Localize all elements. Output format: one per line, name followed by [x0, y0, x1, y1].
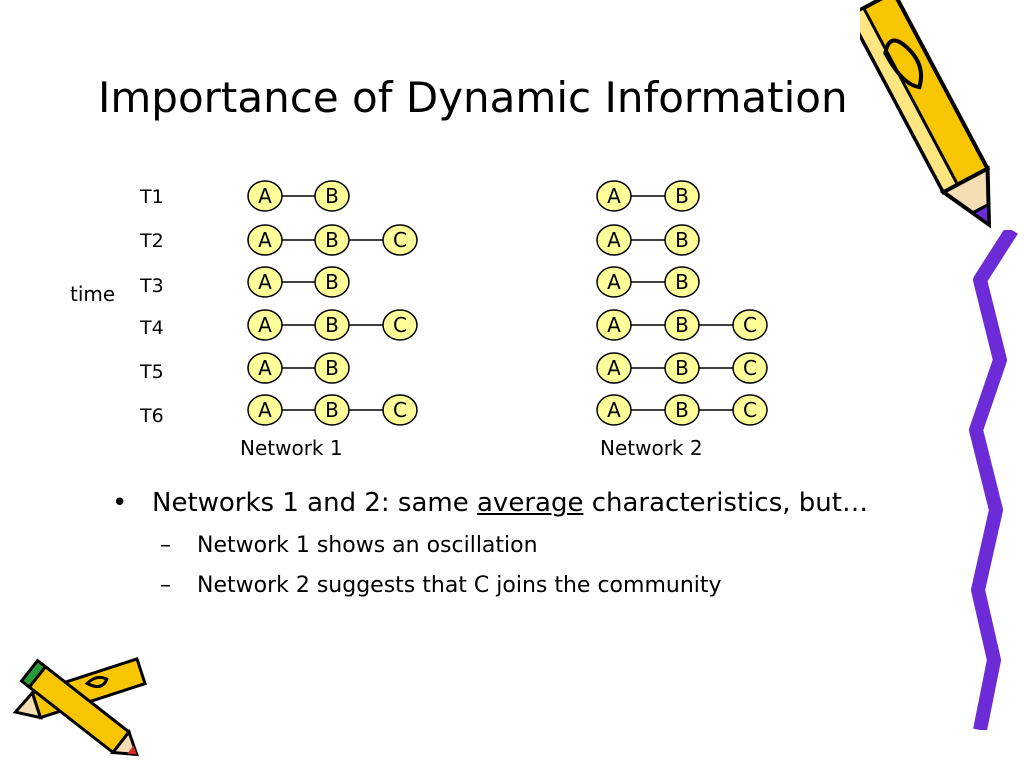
- node-label: B: [675, 313, 689, 337]
- node-b: [664, 309, 700, 341]
- node-a: [596, 309, 632, 341]
- sub-bullet-text: Network 1 shows an oscillation: [197, 533, 538, 558]
- node-b: [314, 394, 350, 426]
- network-1-label: Network 1: [240, 436, 343, 460]
- node-b: [664, 266, 700, 298]
- node-a: [596, 266, 632, 298]
- main-bullet-prefix: Networks 1 and 2: same: [152, 488, 477, 518]
- node-b: [314, 352, 350, 384]
- node-label: A: [607, 356, 621, 380]
- node-label: A: [258, 228, 272, 252]
- page-title: Importance of Dynamic Information: [98, 73, 848, 122]
- node-label: A: [607, 184, 621, 208]
- node-label: A: [607, 270, 621, 294]
- time-step-label: T3: [140, 275, 164, 297]
- sub-bullet: – Network 2 suggests that C joins the com…: [112, 571, 942, 601]
- node-c: [732, 352, 768, 384]
- node-label: B: [675, 356, 689, 380]
- node-label: A: [258, 184, 272, 208]
- sub-bullet-text: Network 2 suggests that C joins the comm…: [197, 573, 722, 598]
- network-2-label: Network 2: [600, 436, 703, 460]
- time-step-label: T5: [140, 361, 164, 383]
- node-c: [382, 394, 418, 426]
- node-label: B: [325, 184, 339, 208]
- node-a: [596, 352, 632, 384]
- node-label: A: [258, 398, 272, 422]
- node-b: [664, 224, 700, 256]
- bullet-dot: •: [112, 488, 128, 518]
- node-label: C: [743, 356, 757, 380]
- node-a: [596, 224, 632, 256]
- underlined-word: average: [477, 488, 584, 518]
- node-label: B: [675, 270, 689, 294]
- node-a: [247, 394, 283, 426]
- node-b: [314, 309, 350, 341]
- node-b: [664, 180, 700, 212]
- node-label: A: [607, 228, 621, 252]
- node-a: [596, 394, 632, 426]
- node-label: A: [258, 313, 272, 337]
- node-b: [314, 266, 350, 298]
- node-b: [314, 180, 350, 212]
- node-label: B: [325, 398, 339, 422]
- main-bullet-suffix: characteristics, but…: [583, 488, 868, 518]
- time-step-label: T6: [140, 405, 164, 427]
- bullet-dash: –: [160, 573, 171, 598]
- pencil-icon: [860, 0, 992, 229]
- node-label: C: [743, 313, 757, 337]
- node-a: [247, 180, 283, 212]
- node-label: A: [607, 398, 621, 422]
- crossed-pencils-icon: [12, 656, 147, 757]
- time-step-label: T2: [140, 230, 164, 252]
- node-label: C: [393, 398, 407, 422]
- node-label: C: [393, 228, 407, 252]
- node-b: [664, 352, 700, 384]
- node-label: B: [325, 228, 339, 252]
- node-label: B: [675, 228, 689, 252]
- node-c: [382, 309, 418, 341]
- node-a: [247, 309, 283, 341]
- node-label: C: [743, 398, 757, 422]
- node-c: [382, 224, 418, 256]
- node-b: [314, 224, 350, 256]
- node-label: C: [393, 313, 407, 337]
- sub-bullet: – Network 1 shows an oscillation: [112, 531, 942, 561]
- node-label: B: [325, 313, 339, 337]
- node-a: [247, 266, 283, 298]
- node-label: A: [258, 356, 272, 380]
- node-label: B: [675, 398, 689, 422]
- node-label: B: [325, 270, 339, 294]
- node-a: [596, 180, 632, 212]
- main-bullet: • Networks 1 and 2: same average characte…: [112, 485, 942, 521]
- time-axis-label: time: [70, 282, 116, 306]
- node-label: B: [325, 356, 339, 380]
- node-a: [247, 224, 283, 256]
- time-step-label: T4: [140, 317, 164, 339]
- node-c: [732, 394, 768, 426]
- node-label: A: [258, 270, 272, 294]
- squiggle-border: [969, 230, 1018, 730]
- bullet-dash: –: [160, 533, 171, 558]
- node-label: A: [607, 313, 621, 337]
- node-label: B: [675, 184, 689, 208]
- node-b: [664, 394, 700, 426]
- node-c: [732, 309, 768, 341]
- time-step-label: T1: [140, 186, 164, 208]
- bullet-list: • Networks 1 and 2: same average characte…: [112, 485, 942, 601]
- node-a: [247, 352, 283, 384]
